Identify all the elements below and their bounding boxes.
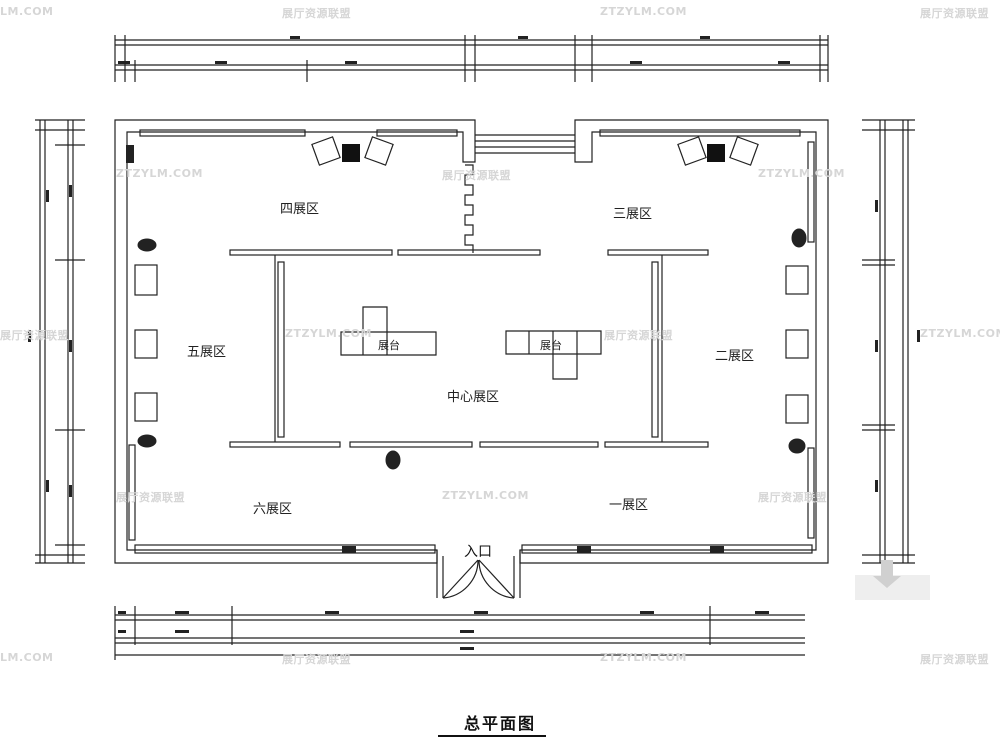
- watermark: 展厅资源联盟: [282, 653, 351, 666]
- watermark: 展厅资源联盟: [116, 491, 185, 504]
- zigzag-partition: [464, 164, 474, 253]
- lounge-set-left: [311, 136, 394, 166]
- zone-4-label: 四展区: [280, 202, 320, 217]
- outer-walls: [114, 119, 829, 598]
- dimension-left: [35, 119, 85, 564]
- entrance-label: 入口: [464, 544, 492, 560]
- plan-title: 总平面图: [463, 714, 536, 733]
- watermark: 展厅资源联盟: [920, 653, 989, 666]
- perimeter-panels: [128, 129, 815, 541]
- booth-left-outline: [340, 306, 437, 356]
- booth-right-outline: [505, 330, 602, 380]
- watermark: 展厅资源联盟: [604, 329, 673, 342]
- wall-cases-left: [134, 264, 158, 422]
- zone-center-label: 中心展区: [447, 390, 500, 405]
- watermark: 展厅资源联盟: [442, 169, 511, 182]
- wall-cases-right: [785, 265, 809, 424]
- watermark: ZTZYLM.COM: [920, 327, 1000, 340]
- watermark: ZTZYLM.COM: [600, 5, 687, 18]
- zone-5-label: 五展区: [187, 345, 227, 360]
- down-arrow-icon: [855, 560, 930, 600]
- watermark: LM.COM: [0, 5, 54, 18]
- watermark: ZTZYLM.COM: [285, 327, 372, 340]
- watermark: 展厅资源联盟: [282, 7, 351, 20]
- booth-left-label: 展台: [378, 339, 400, 352]
- watermark: 展厅资源联盟: [920, 7, 989, 20]
- plant-symbols: [137, 228, 807, 470]
- central-exhibit-walls: [229, 249, 709, 448]
- dimension-top: [114, 35, 829, 82]
- title-underline: [438, 735, 546, 737]
- dimension-bottom: [114, 606, 805, 660]
- dimension-right: [862, 119, 915, 564]
- watermark: 展厅资源联盟: [758, 491, 827, 504]
- zone-2-label: 二展区: [715, 349, 755, 364]
- zone-3-label: 三展区: [613, 207, 653, 222]
- watermark: ZTZYLM.COM: [758, 167, 845, 180]
- watermark: ZTZYLM.COM: [116, 167, 203, 180]
- lounge-set-right: [677, 136, 759, 166]
- watermark: 展厅资源联盟: [0, 329, 69, 342]
- bottom-display-strip: [134, 544, 813, 554]
- entrance-doors: [442, 559, 515, 599]
- watermark: ZTZYLM.COM: [600, 651, 687, 664]
- booth-right-label: 展台: [540, 339, 562, 352]
- watermark: ZTZYLM.COM: [442, 489, 529, 502]
- watermark: LM.COM: [0, 651, 54, 664]
- zone-6-label: 六展区: [253, 502, 293, 517]
- zone-1-label: 一展区: [609, 498, 649, 513]
